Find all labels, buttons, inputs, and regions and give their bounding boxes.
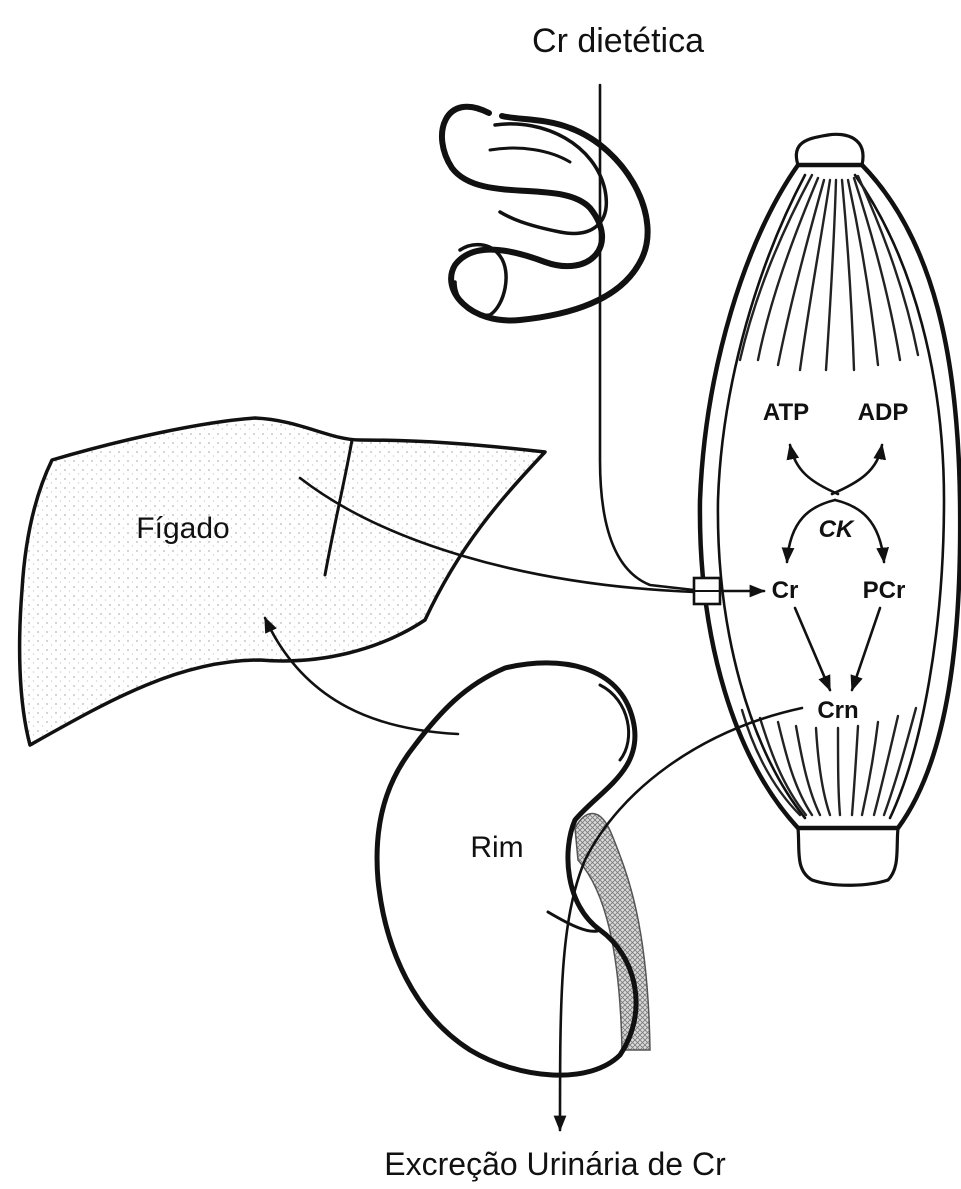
liver-label: Fígado — [136, 512, 229, 545]
kidney-label: Rim — [470, 831, 523, 864]
intestine-drawing — [442, 107, 648, 321]
muscle-drawing — [700, 134, 960, 885]
adp-label: ADP — [858, 399, 909, 426]
urinary-excretion-label: Excreção Urinária de Cr — [384, 1146, 726, 1182]
creatine-transporter — [694, 578, 720, 604]
ck-reaction-arrows — [787, 445, 884, 690]
kidney-drawing — [377, 663, 650, 1075]
atp-label: ATP — [763, 399, 809, 426]
crn-label: Crn — [817, 697, 858, 724]
title-dietary-creatine: Cr dietética — [532, 22, 704, 60]
creatinine-excretion-arrow — [560, 708, 802, 1130]
liver-drawing — [20, 418, 545, 745]
pcr-label: PCr — [863, 577, 906, 604]
ck-enzyme-label: CK — [819, 516, 855, 543]
cr-label: Cr — [772, 577, 799, 604]
